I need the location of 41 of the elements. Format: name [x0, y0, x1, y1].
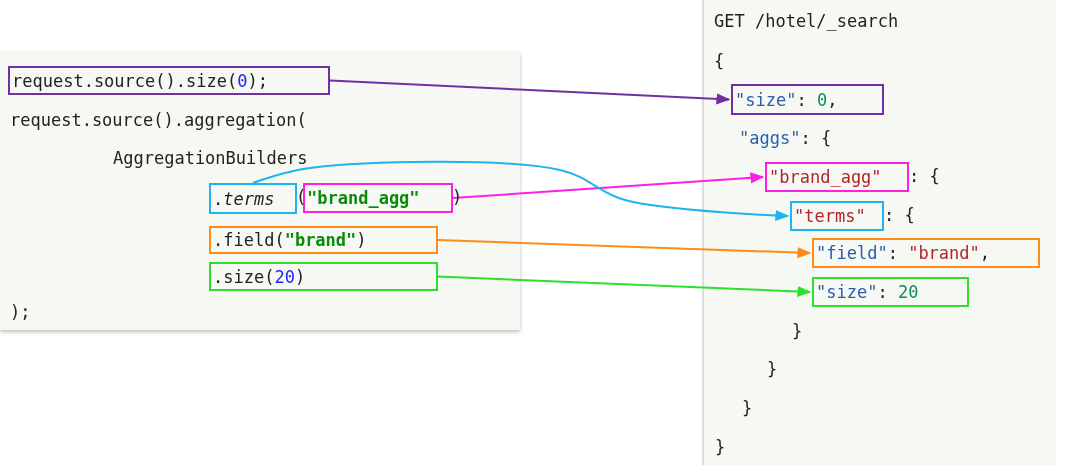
arrow [252, 160, 790, 222]
code-text: "brand_agg" [307, 187, 420, 209]
code-text: : { [884, 204, 915, 226]
code-text: } [742, 397, 753, 419]
code-text: "field": "brand", [816, 242, 991, 264]
code-panel [0, 52, 520, 330]
code-text: "terms" [794, 205, 866, 227]
code-text: "size": 20 [816, 281, 919, 303]
highlight-box [790, 201, 884, 231]
code-text: "brand_agg" [769, 166, 882, 188]
code-text: request.source().aggregation( [10, 109, 307, 131]
code-text: } [792, 320, 803, 342]
code-panel [702, 0, 1056, 465]
code-text: GET /hotel/_search [714, 10, 899, 32]
code-text: ) [452, 186, 463, 208]
arrow [452, 172, 765, 199]
arrow [437, 239, 812, 259]
code-text: .size(20) [213, 265, 306, 288]
arrow [329, 79, 731, 105]
code-text: { [714, 50, 725, 72]
highlight-box [209, 226, 438, 254]
code-text: request.source().size(0); [12, 69, 268, 92]
code-text: AggregationBuilders [113, 147, 308, 169]
code-text: ); [10, 301, 31, 323]
highlight-box [731, 84, 884, 115]
code-text: } [715, 436, 726, 458]
code-text: .field("brand") [213, 229, 367, 251]
highlight-box [812, 277, 969, 307]
highlight-box [812, 238, 1040, 268]
code-text: } [767, 358, 778, 380]
code-text: "aggs": { [739, 127, 832, 149]
highlight-box [303, 183, 453, 213]
code-text: "size": 0, [735, 88, 838, 111]
code-text: .terms [213, 187, 275, 210]
code-text: : { [909, 165, 940, 187]
highlight-box [209, 262, 438, 291]
highlight-box [765, 162, 909, 192]
highlight-box [209, 183, 297, 214]
code-text: ( [296, 186, 307, 208]
arrow [437, 275, 812, 298]
highlight-box [8, 66, 330, 95]
